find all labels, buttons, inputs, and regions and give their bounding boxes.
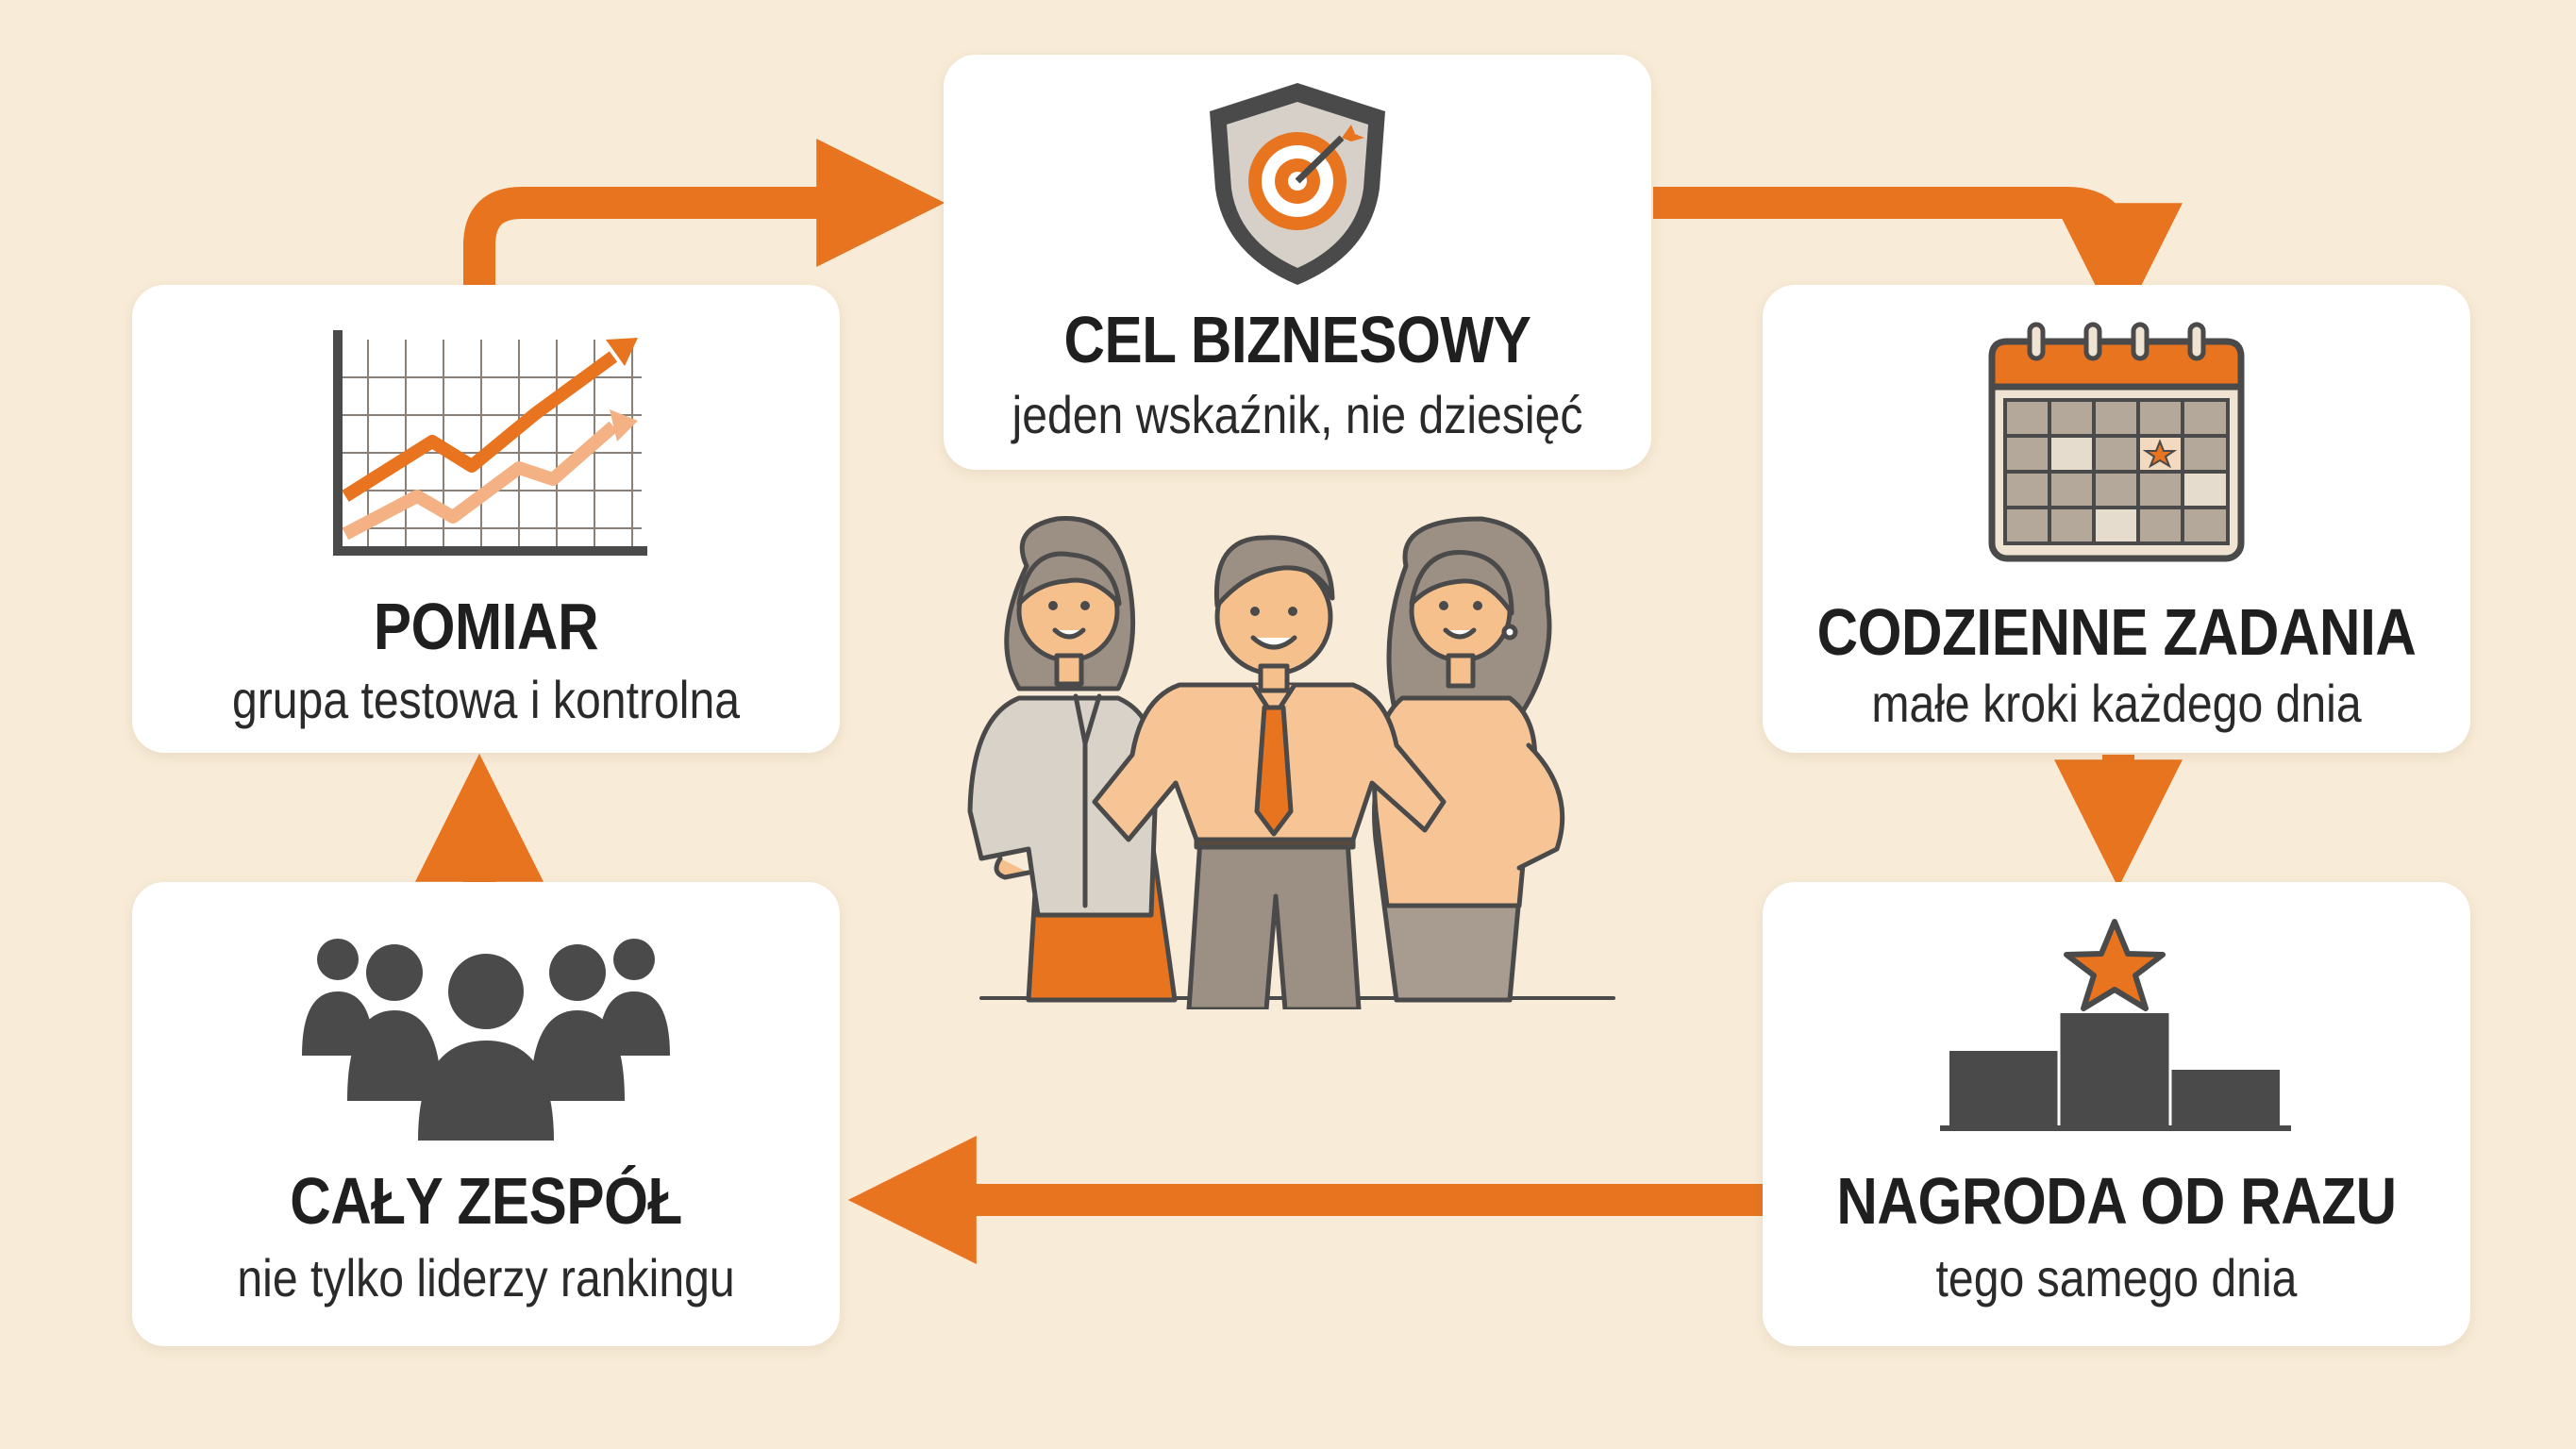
person-right [1372, 516, 1565, 1003]
card-title: CODZIENNE ZADANIA [1816, 595, 2417, 669]
card-codzienne-zadania: CODZIENNE ZADANIA małe kroki każdego dni… [1763, 285, 2470, 753]
person-center [1092, 535, 1447, 1009]
card-subtitle: małe kroki każdego dnia [1871, 674, 2362, 733]
arrow-cel-to-zadania [1653, 187, 2183, 332]
growth-chart-icon [333, 330, 647, 556]
team-people-illustration [967, 516, 1615, 1009]
calendar-icon [1988, 322, 2245, 562]
card-subtitle: jeden wskaźnik, nie dziesięć [1012, 385, 1583, 444]
arrow-pomiar-to-cel [463, 139, 945, 285]
card-pomiar: POMIAR grupa testowa i kontrolna [132, 285, 840, 753]
card-caly-zespol: CAŁY ZESPÓŁ nie tylko liderzy rankingu [132, 882, 840, 1346]
card-title: CEL BIZNESOWY [1063, 303, 1531, 376]
team-icon [302, 939, 670, 1141]
card-subtitle: nie tylko liderzy rankingu [237, 1248, 735, 1307]
shield-target-icon [1210, 83, 1385, 285]
card-cel-biznesowy: CEL BIZNESOWY jeden wskaźnik, nie dziesi… [944, 55, 1651, 470]
card-subtitle: tego samego dnia [1935, 1248, 2298, 1307]
card-title: POMIAR [373, 590, 599, 663]
card-subtitle: grupa testowa i kontrolna [231, 670, 741, 729]
card-title: NAGRODA OD RAZU [1836, 1164, 2397, 1238]
card-title: CAŁY ZESPÓŁ [290, 1164, 682, 1238]
podium-star-icon [1940, 919, 2291, 1131]
card-nagroda-od-razu: NAGRODA OD RAZU tego samego dnia [1763, 882, 2470, 1346]
